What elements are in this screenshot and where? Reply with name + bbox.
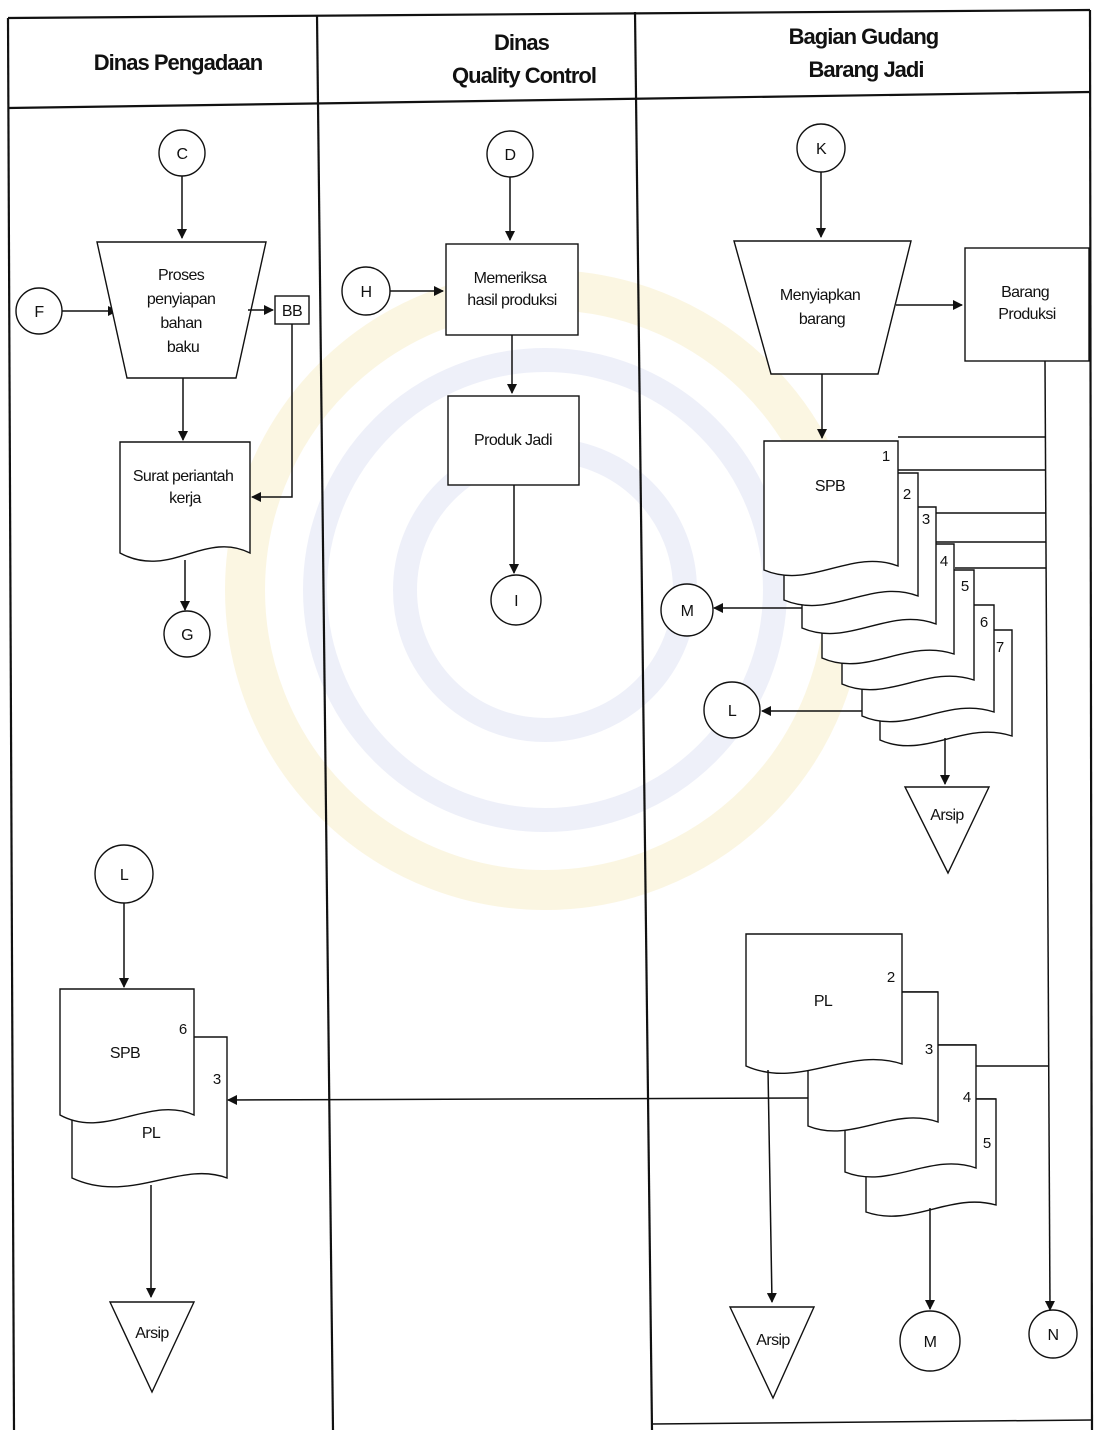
lane-header-gudang: Bagian Gudang Barang Jadi bbox=[789, 24, 944, 82]
svg-text:1: 1 bbox=[882, 448, 890, 465]
svg-text:D: D bbox=[505, 147, 516, 164]
connector-m-bottom: M bbox=[900, 1311, 960, 1371]
svg-text:5: 5 bbox=[961, 578, 969, 595]
process-bb: BB bbox=[275, 296, 309, 324]
svg-text:C: C bbox=[177, 146, 188, 163]
connector-l-right: L bbox=[704, 682, 760, 738]
watermark-seal bbox=[245, 290, 845, 890]
svg-text:M: M bbox=[924, 1334, 937, 1351]
svg-text:Arsip: Arsip bbox=[930, 807, 964, 824]
svg-text:3: 3 bbox=[213, 1071, 221, 1088]
svg-text:6: 6 bbox=[179, 1021, 187, 1038]
document-spb-stack: 7 6 5 4 3 2 1 SPB bbox=[764, 441, 1012, 746]
svg-text:7: 7 bbox=[996, 639, 1004, 656]
svg-text:M: M bbox=[681, 603, 694, 620]
svg-text:N: N bbox=[1048, 1327, 1059, 1344]
svg-text:I: I bbox=[514, 593, 518, 610]
connector-c: C bbox=[159, 130, 205, 176]
svg-text:2: 2 bbox=[887, 969, 895, 986]
svg-text:K: K bbox=[816, 141, 827, 158]
svg-text:PL: PL bbox=[142, 1125, 161, 1142]
svg-text:4: 4 bbox=[940, 553, 948, 570]
svg-text:BB: BB bbox=[282, 303, 302, 320]
lane-header-pengadaan: Dinas Pengadaan bbox=[94, 50, 263, 75]
archive-left: Arsip bbox=[110, 1302, 194, 1392]
document-spb-left: SPB 6 bbox=[60, 989, 194, 1123]
svg-text:SPB: SPB bbox=[815, 478, 845, 495]
svg-text:Arsip: Arsip bbox=[135, 1325, 169, 1342]
svg-text:Arsip: Arsip bbox=[756, 1332, 790, 1349]
connector-n: N bbox=[1029, 1310, 1077, 1358]
archive-pl: Arsip bbox=[730, 1307, 814, 1398]
svg-text:5: 5 bbox=[983, 1135, 991, 1152]
svg-text:3: 3 bbox=[925, 1041, 933, 1058]
connector-m-top: M bbox=[661, 584, 713, 636]
connector-k: K bbox=[797, 124, 845, 172]
document-surat-perintah-kerja: Surat periantah kerja bbox=[120, 442, 250, 561]
connector-g: G bbox=[164, 611, 210, 657]
svg-text:SPB: SPB bbox=[110, 1045, 140, 1062]
svg-text:2: 2 bbox=[903, 486, 911, 503]
connector-f: F bbox=[16, 288, 62, 334]
svg-text:G: G bbox=[181, 627, 193, 644]
svg-text:L: L bbox=[728, 703, 737, 720]
process-memeriksa: Memeriksa hasil produksi bbox=[446, 244, 578, 335]
svg-text:L: L bbox=[120, 867, 129, 884]
lane-header-qc: Dinas Quality Control bbox=[452, 30, 596, 88]
process-proses-penyiapan: Proses penyiapan bahan baku bbox=[97, 242, 266, 378]
svg-text:4: 4 bbox=[963, 1089, 971, 1106]
archive-spb: Arsip bbox=[905, 787, 989, 873]
connector-h: H bbox=[342, 267, 390, 315]
connector-i: I bbox=[491, 575, 541, 625]
svg-text:Produk Jadi: Produk Jadi bbox=[474, 432, 552, 449]
connector-d: D bbox=[487, 131, 533, 177]
svg-text:F: F bbox=[34, 304, 44, 321]
connector-l-left: L bbox=[95, 845, 153, 903]
process-barang-produksi: Barang Produksi bbox=[965, 248, 1089, 361]
process-produk-jadi: Produk Jadi bbox=[448, 396, 579, 485]
document-pl-stack: 5 4 3 2 PL bbox=[746, 934, 996, 1216]
svg-text:6: 6 bbox=[980, 614, 988, 631]
svg-text:H: H bbox=[361, 284, 372, 301]
svg-text:3: 3 bbox=[922, 511, 930, 528]
svg-text:PL: PL bbox=[814, 993, 833, 1010]
